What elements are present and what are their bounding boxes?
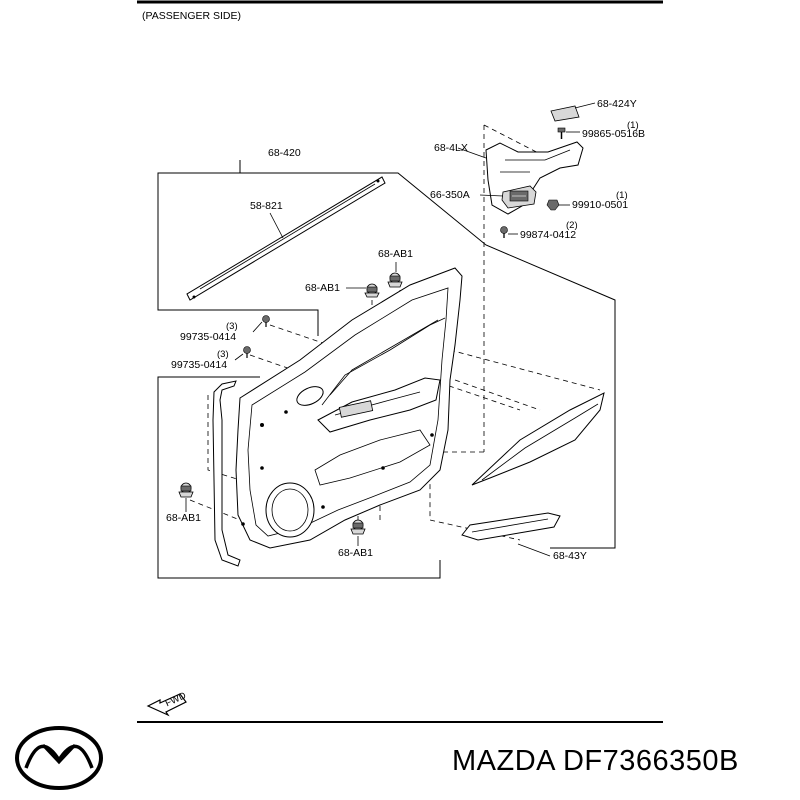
fwd-arrow-icon: FWD: [146, 690, 188, 717]
upper-trim-piece: [471, 392, 605, 486]
part-number-caption: MAZDA DF7366350B: [452, 745, 739, 777]
switch-panel-group: 68-424Y (1) 99865-0516B 68-4LX 66-350A: [430, 98, 645, 453]
qty-99865: (1): [627, 120, 639, 131]
mazda-logo: [15, 726, 103, 790]
clip-68-AB1-left-icon: [178, 482, 194, 498]
clip-68-AB1-mid-icon: [364, 283, 380, 298]
screw-99735-a-icon: [262, 315, 270, 327]
passenger-side-label: (PASSENGER SIDE): [142, 10, 241, 22]
label-68-AB1-left: 68-AB1: [166, 512, 201, 524]
armrest-pad-68-43Y: [461, 512, 561, 541]
screw-99865-icon: [557, 127, 566, 139]
weatherstrip-58-821: [186, 176, 386, 301]
nut-99910-icon: [546, 199, 560, 211]
label-58-821: 58-821: [250, 200, 283, 212]
qty-99735-b: (3): [217, 349, 229, 360]
label-99735-a: 99735-0414: [180, 331, 236, 343]
door-trim-panel: [235, 267, 463, 549]
label-99865: 99865-0516B: [582, 128, 645, 140]
inner-seal-strip: [212, 380, 241, 567]
sticker-68-424Y: [550, 105, 580, 122]
qty-99874: (2): [566, 220, 578, 231]
label-68-424Y: 68-424Y: [597, 98, 637, 110]
clip-68-AB1-top-icon: [387, 272, 403, 288]
label-68-43Y: 68-43Y: [553, 550, 587, 562]
label-99874: 99874-0412: [520, 229, 576, 241]
window-switch-66-350A: [501, 185, 537, 209]
label-99910: 99910-0501: [572, 199, 628, 211]
screw-99735-b-icon: [243, 346, 251, 358]
label-68-AB1-top: 68-AB1: [378, 248, 413, 260]
screw-99874-icon: [500, 226, 508, 238]
label-68-420: 68-420: [268, 147, 301, 159]
clip-68-AB1-bottom-icon: [350, 519, 366, 535]
label-68-AB1-bottom: 68-AB1: [338, 547, 373, 559]
qty-99735-a: (3): [226, 321, 238, 332]
label-68-4LX: 68-4LX: [434, 142, 468, 154]
main-assembly-outline: 68-420: [157, 147, 616, 579]
label-99735-b: 99735-0414: [171, 359, 227, 371]
label-68-AB1-mid: 68-AB1: [305, 282, 340, 294]
label-66-350A: 66-350A: [430, 189, 470, 201]
qty-99910: (1): [616, 190, 628, 201]
